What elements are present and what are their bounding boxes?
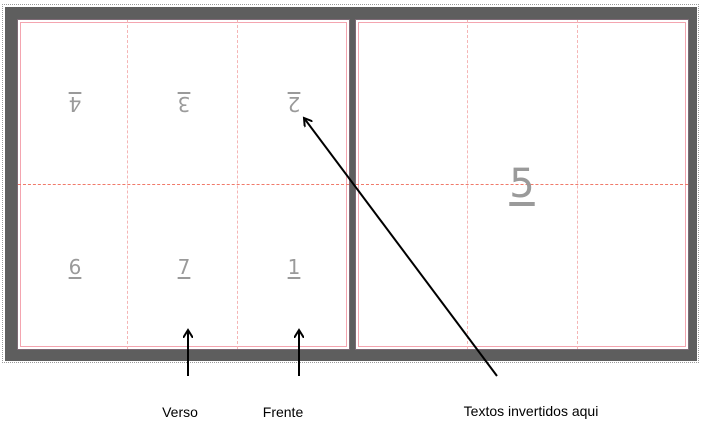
inverted-arrow (304, 118, 498, 377)
page-boundary (2, 4, 699, 363)
verso-label: Verso (162, 404, 198, 420)
right-spread: 5 (355, 19, 689, 350)
fold-guide (18, 184, 349, 185)
left-spread: 4 3 2 6 7 1 (17, 19, 350, 350)
inverted-note-label: Textos invertidos aqui (463, 403, 599, 419)
page-number-7: 7 (177, 255, 191, 279)
frente-label: Frente (262, 404, 304, 420)
page-number-6: 6 (68, 255, 82, 279)
page-number-1: 1 (287, 255, 301, 279)
fold-guide (356, 184, 688, 185)
page-number-5: 5 (509, 161, 535, 207)
